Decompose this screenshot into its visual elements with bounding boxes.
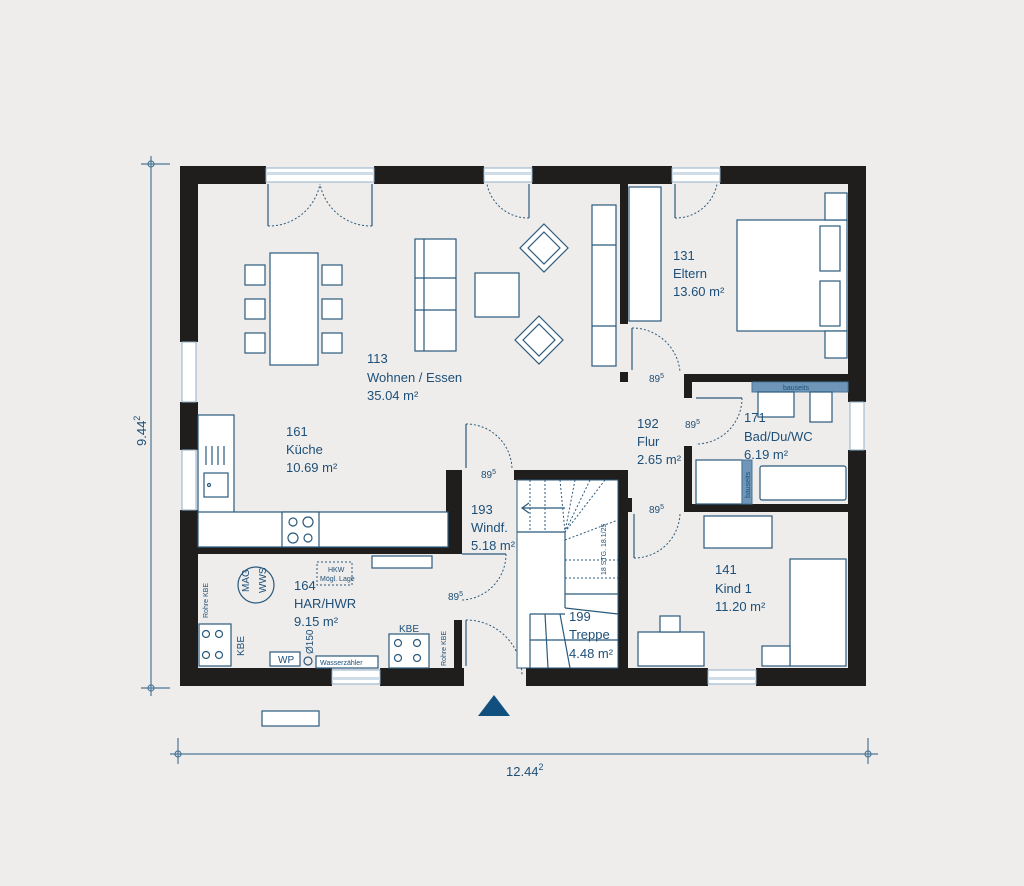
svg-text:Kind 1: Kind 1 xyxy=(715,581,752,596)
svg-text:Eltern: Eltern xyxy=(673,266,707,281)
svg-text:171: 171 xyxy=(744,410,766,425)
svg-text:113: 113 xyxy=(367,351,388,366)
room-label-eltern: 131 Eltern 13.60 m² xyxy=(673,248,725,299)
staircase: 18 STG. 18.1/25 xyxy=(516,479,619,669)
door-width-labels: 895 895 895 895 895 xyxy=(448,373,700,603)
room-label-windfang: 193 Windf. 5.18 m² xyxy=(471,502,516,553)
svg-text:Treppe: Treppe xyxy=(569,627,610,642)
svg-text:11.20 m²: 11.20 m² xyxy=(715,599,766,614)
svg-text:895: 895 xyxy=(649,373,664,385)
svg-text:131: 131 xyxy=(673,248,695,263)
windows xyxy=(181,167,865,685)
interior-walls xyxy=(198,184,848,668)
room-label-bad: 171 Bad/Du/WC 6.19 m² xyxy=(744,410,813,462)
svg-text:5.18 m²: 5.18 m² xyxy=(471,538,516,553)
svg-text:895: 895 xyxy=(649,504,664,516)
svg-text:193: 193 xyxy=(471,502,493,517)
svg-text:Windf.: Windf. xyxy=(471,520,508,535)
rohre-kbe-right: Rohre KBE xyxy=(441,631,448,666)
stair-note: 18 STG. 18.1/25 xyxy=(601,524,608,575)
svg-text:161: 161 xyxy=(286,424,308,439)
kids-room-furniture xyxy=(637,515,847,667)
bauseits-label-top: bauseits xyxy=(783,385,810,392)
wardrobe xyxy=(628,186,662,322)
sofa xyxy=(414,238,457,352)
mag-label: MAG xyxy=(241,569,252,592)
kbe-left-label: KBE xyxy=(236,636,247,656)
room-label-treppe: 199 Treppe 4.48 m² xyxy=(569,609,614,661)
armchair-top xyxy=(519,223,569,273)
svg-text:6.19 m²: 6.19 m² xyxy=(744,447,789,462)
svg-text:Flur: Flur xyxy=(637,434,660,449)
room-label-kind: 141 Kind 1 11.20 m² xyxy=(715,562,766,614)
room-label-kueche: 161 Küche 10.69 m² xyxy=(286,424,338,475)
svg-text:Wohnen / Essen: Wohnen / Essen xyxy=(367,370,462,385)
bauseits-label-side: bauseits xyxy=(745,471,752,498)
svg-text:141: 141 xyxy=(715,562,737,577)
width-label: 12.442 xyxy=(506,762,544,779)
svg-text:10.69 m²: 10.69 m² xyxy=(286,460,338,475)
svg-text:13.60 m²: 13.60 m² xyxy=(673,284,725,299)
svg-text:Küche: Küche xyxy=(286,442,323,457)
utility-room-fixtures: MAG WWS HKW Mögl. Lage Rohre KBE KBE WP … xyxy=(198,555,448,669)
svg-text:895: 895 xyxy=(685,419,700,431)
svg-text:4.48 m²: 4.48 m² xyxy=(569,646,614,661)
svg-text:199: 199 xyxy=(569,609,591,624)
width-dimension: 12.442 xyxy=(170,738,878,779)
double-bed xyxy=(736,192,848,359)
hkw-label: HKW xyxy=(328,567,345,574)
entrance-marker-icon xyxy=(478,695,510,716)
dining-set xyxy=(244,252,343,366)
svg-text:192: 192 xyxy=(637,416,659,431)
room-label-wohnen: 113 Wohnen / Essen 35.04 m² xyxy=(367,351,462,403)
svg-text:164: 164 xyxy=(294,578,316,593)
exterior-walls xyxy=(180,166,866,686)
sideboard xyxy=(591,204,617,367)
room-label-flur: 192 Flur 2.65 m² xyxy=(637,416,682,467)
kbe-right-label: KBE xyxy=(399,624,419,635)
wasserzaehler-label: Wasserzähler xyxy=(320,660,363,667)
height-dimension: 9.442 xyxy=(132,156,170,696)
wp-label: WP xyxy=(278,655,294,666)
svg-text:HAR/HWR: HAR/HWR xyxy=(294,596,356,611)
svg-text:895: 895 xyxy=(481,469,496,481)
bathroom-fixtures xyxy=(695,381,849,505)
rohre-kbe-left: Rohre KBE xyxy=(203,583,210,618)
svg-text:Bad/Du/WC: Bad/Du/WC xyxy=(744,429,813,444)
room-label-hwr: 164 HAR/HWR 9.15 m² xyxy=(294,578,356,629)
pipe-label: Ø150 xyxy=(305,629,316,654)
wws-label: WWS xyxy=(258,567,269,593)
height-label: 9.442 xyxy=(132,416,149,446)
svg-text:9.15 m²: 9.15 m² xyxy=(294,614,339,629)
svg-text:2.65 m²: 2.65 m² xyxy=(637,452,682,467)
coffee-table xyxy=(474,272,520,318)
svg-text:35.04 m²: 35.04 m² xyxy=(367,388,419,403)
svg-text:895: 895 xyxy=(448,591,463,603)
kitchen-counter xyxy=(197,414,449,548)
hkw-location-label: Mögl. Lage xyxy=(320,576,355,583)
exterior-element xyxy=(261,710,320,727)
armchair-bottom xyxy=(514,315,564,365)
